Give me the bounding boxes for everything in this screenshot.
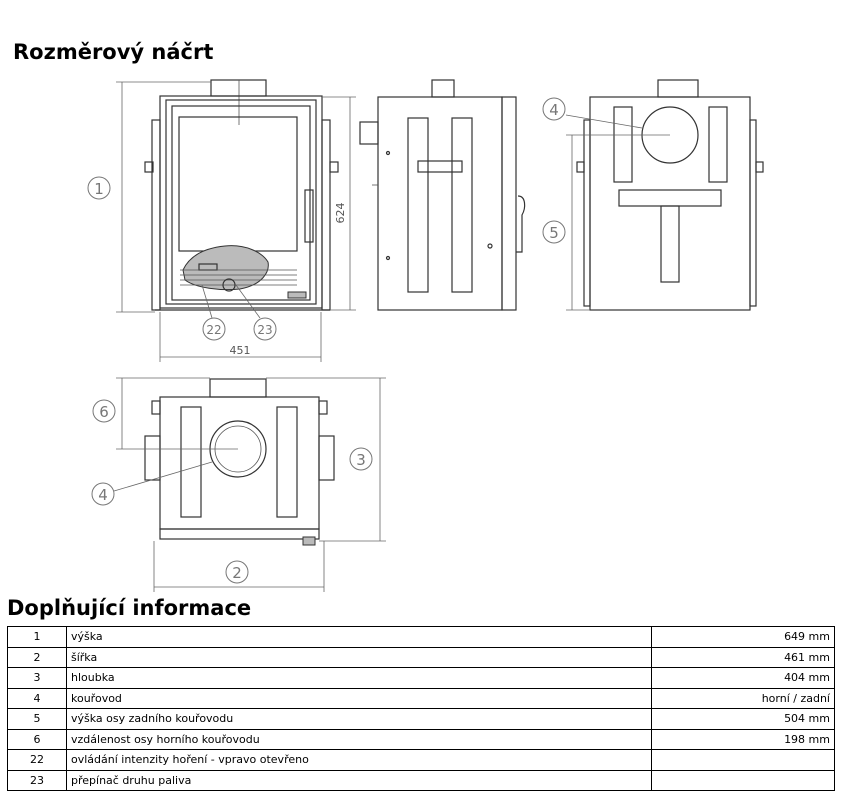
svg-text:4: 4 <box>549 101 559 119</box>
row-label: přepínač druhu paliva <box>66 769 652 791</box>
row-number: 2 <box>7 646 67 668</box>
row-value <box>650 749 836 771</box>
side-view <box>359 79 526 311</box>
svg-text:3: 3 <box>356 451 366 469</box>
svg-text:2: 2 <box>232 564 242 582</box>
callout-2: 2 <box>225 560 249 584</box>
row-value: 461 mm <box>650 646 836 668</box>
section-title: Rozměrový náčrt <box>13 40 214 64</box>
svg-text:23: 23 <box>257 323 272 337</box>
row-number: 22 <box>7 749 67 771</box>
callout-3: 3 <box>349 447 373 471</box>
row-label: šířka <box>66 646 652 668</box>
row-value <box>650 769 836 791</box>
svg-text:22: 22 <box>206 323 221 337</box>
row-label: kouřovod <box>66 687 652 709</box>
row-value: 649 mm <box>650 626 836 648</box>
callout-5: 5 <box>542 220 566 244</box>
row-number: 6 <box>7 728 67 750</box>
row-label: vzdálenost osy horního kouřovodu <box>66 728 652 750</box>
row-value: 504 mm <box>650 708 836 730</box>
row-number: 3 <box>7 667 67 689</box>
row-value: 198 mm <box>650 728 836 750</box>
dim-width-text: 451 <box>230 344 251 357</box>
back-view <box>565 79 764 311</box>
callout-6: 6 <box>92 399 116 423</box>
row-number: 5 <box>7 708 67 730</box>
row-label: výška <box>66 626 652 648</box>
callout-4-top: 4 <box>91 482 115 506</box>
dimension-drawing: 624 451 <box>87 79 764 592</box>
row-number: 4 <box>7 687 67 709</box>
info-title: Doplňující informace <box>7 596 252 620</box>
row-number: 23 <box>7 769 67 791</box>
row-number: 1 <box>7 626 67 648</box>
callout-23: 23 <box>253 317 277 341</box>
callout-22: 22 <box>202 317 226 341</box>
callout-1: 1 <box>87 176 111 200</box>
front-view: 624 451 <box>116 79 356 362</box>
row-label: ovládání intenzity hoření - vpravo otevř… <box>66 749 652 771</box>
callout-4-back: 4 <box>542 97 566 121</box>
svg-text:6: 6 <box>99 403 109 421</box>
row-label: výška osy zadního kouřovodu <box>66 708 652 730</box>
row-label: hloubka <box>66 667 652 689</box>
row-value: 404 mm <box>650 667 836 689</box>
svg-text:1: 1 <box>94 180 104 198</box>
svg-text:4: 4 <box>98 486 108 504</box>
svg-text:5: 5 <box>549 224 559 242</box>
top-view <box>113 377 386 592</box>
row-value: horní / zadní <box>650 687 836 709</box>
dim-height-text: 624 <box>334 203 347 224</box>
